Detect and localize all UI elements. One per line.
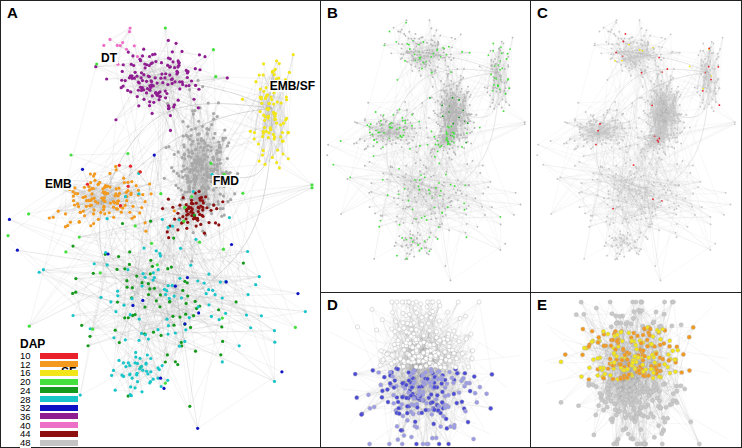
network-edge bbox=[174, 154, 175, 171]
network-edge bbox=[115, 390, 142, 392]
network-edge bbox=[198, 372, 282, 428]
network-edge bbox=[119, 343, 165, 362]
network-edge bbox=[104, 28, 130, 45]
network-edge bbox=[71, 154, 128, 155]
network-edge bbox=[229, 218, 246, 316]
network-edge bbox=[110, 39, 120, 45]
network-edge bbox=[66, 252, 100, 273]
